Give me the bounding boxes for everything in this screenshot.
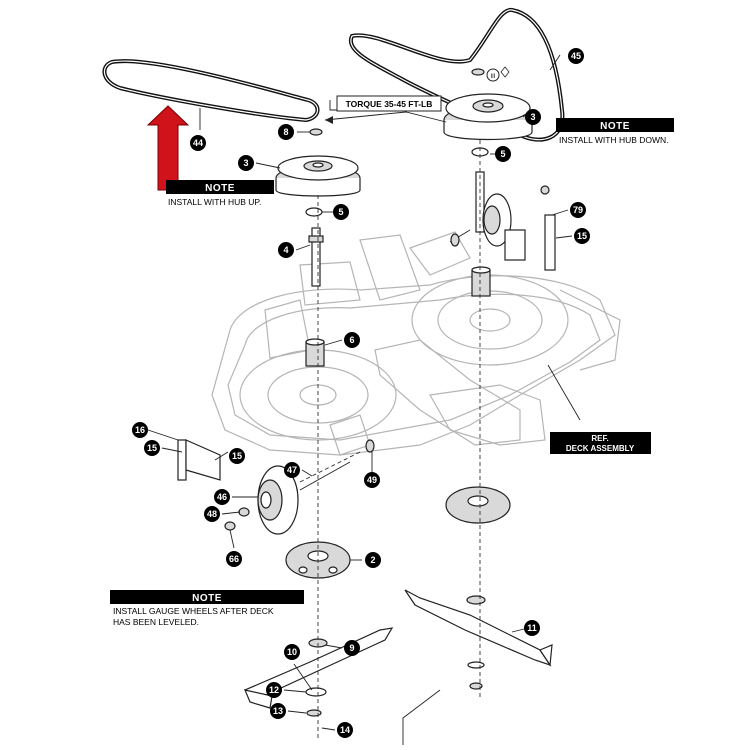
belt-45 (348, 8, 565, 142)
ref-deck-assembly-label: REF. DECK ASSEMBLY (550, 432, 651, 454)
part-badge-p2 (365, 552, 381, 568)
part-badge-p45 (568, 48, 584, 64)
part-label-p47: 47 (287, 465, 297, 475)
part-label-p46: 46 (217, 492, 227, 502)
part-badge-p46 (214, 489, 230, 505)
part-label-p15b: 15 (147, 443, 157, 453)
part-label-p13: 13 (273, 706, 283, 716)
part-badge-p10 (284, 644, 300, 660)
part-label-p5a: 5 (338, 207, 343, 217)
part-badge-p4 (278, 242, 294, 258)
part-label-p48: 48 (207, 509, 217, 519)
ref-label-line1: REF. (591, 434, 608, 443)
note-gauge-wheels-line2: HAS BEEN LEVELED. (113, 617, 199, 627)
part-badge-p6 (344, 332, 360, 348)
part-label-p14: 14 (340, 725, 350, 735)
note-hub-up: NOTE INSTALL WITH HUB UP. (166, 180, 274, 207)
part-badge-p8 (278, 124, 294, 140)
note-hub-up-text: INSTALL WITH HUB UP. (168, 197, 261, 207)
part-label-p9: 9 (349, 643, 354, 653)
right-gauge-wheel (449, 185, 556, 271)
part-label-p3b: 3 (530, 112, 535, 122)
part-badge-p48 (204, 506, 220, 522)
part-label-p8: 8 (283, 127, 288, 137)
deck-assembly-drawing (211, 231, 621, 456)
belt-44 (102, 59, 320, 123)
part-label-p10: 10 (287, 647, 297, 657)
part-badge-p3a (238, 155, 254, 171)
torque-arrow-icon (325, 116, 333, 124)
part-badge-p5b (495, 146, 511, 162)
centerlines (299, 140, 481, 740)
part-badge-p15c (229, 448, 245, 464)
red-arrow-icon (146, 105, 190, 191)
torque-text: TORQUE 35-45 FT-LB (346, 99, 433, 109)
part-label-p3a: 3 (243, 158, 248, 168)
note-hub-down: NOTE INSTALL WITH HUB DOWN. (556, 118, 674, 145)
part-badge-p13 (270, 703, 286, 719)
part-badge-p14 (337, 722, 353, 738)
part-badge-p49 (364, 472, 380, 488)
part-badge-p15a (574, 228, 590, 244)
part-label-p4: 4 (283, 245, 288, 255)
part-badge-p11 (524, 620, 540, 636)
note-gauge-wheels-line1: INSTALL GAUGE WHEELS AFTER DECK (113, 606, 274, 616)
part-badge-p79 (570, 202, 586, 218)
note-hub-down-heading: NOTE (600, 121, 630, 132)
part-badge-p12 (266, 682, 282, 698)
note-gauge-wheels: NOTE INSTALL GAUGE WHEELS AFTER DECK HAS… (110, 590, 304, 627)
part-badge-p44 (190, 135, 206, 151)
part-label-p15a: 15 (577, 231, 587, 241)
part-label-p6: 6 (349, 335, 354, 345)
torque-callout: TORQUE 35-45 FT-LB (336, 95, 442, 112)
part-badge-p9 (344, 640, 360, 656)
note-hub-up-heading: NOTE (205, 183, 235, 194)
part-badge-p47 (284, 462, 300, 478)
part-label-p79: 79 (573, 205, 583, 215)
torque-symbol-text: III (490, 74, 495, 80)
part-label-p49: 49 (367, 475, 377, 485)
blade-adapters (285, 486, 511, 579)
part-label-p11: 11 (527, 623, 537, 633)
part-badge-p3b (525, 109, 541, 125)
note-hub-down-text: INSTALL WITH HUB DOWN. (559, 135, 669, 145)
part-label-p2: 2 (370, 555, 375, 565)
part-badge-p15b (144, 440, 160, 456)
ref-label-line2: DECK ASSEMBLY (566, 444, 635, 453)
part-label-p15c: 15 (232, 451, 242, 461)
part-badge-p16 (132, 422, 148, 438)
left-gauge-wheel (177, 439, 375, 535)
note-gauge-wheels-heading: NOTE (192, 593, 222, 604)
right-spindle-stack (443, 68, 533, 297)
part-badge-p66 (226, 551, 242, 567)
part-label-p66: 66 (229, 554, 239, 564)
part-label-p44: 44 (193, 138, 203, 148)
part-label-p5b: 5 (500, 149, 505, 159)
torque-symbol: III (486, 66, 510, 82)
part-badge-p5a (333, 204, 349, 220)
part-label-p45: 45 (571, 51, 581, 61)
part-label-p16: 16 (135, 425, 145, 435)
part-label-p12: 12 (269, 685, 279, 695)
